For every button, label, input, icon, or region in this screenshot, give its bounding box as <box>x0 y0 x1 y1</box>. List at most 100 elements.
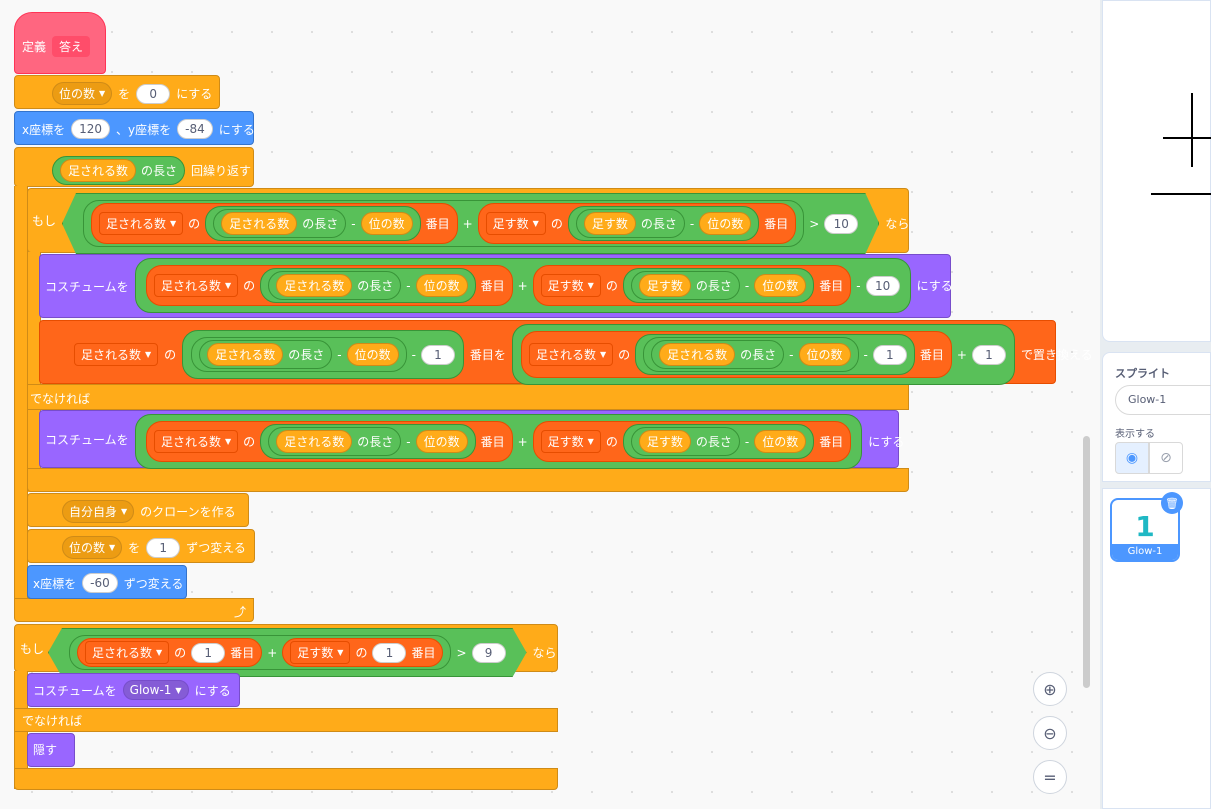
length-reporter[interactable]: 足される数の長さ <box>268 271 402 300</box>
value-input[interactable]: 1 <box>146 537 181 558</box>
list-dropdown[interactable]: 足される数▼ <box>154 430 239 453</box>
greater-than-operator[interactable]: 足される数▼ の 1 番目 + 足す数▼ の 1 番目 > 9 <box>48 628 527 677</box>
length-reporter[interactable]: 足される数の長さ <box>199 340 333 369</box>
value-input[interactable]: 9 <box>472 643 506 663</box>
variable-reporter[interactable]: 位の数 <box>415 274 468 297</box>
list-dropdown[interactable]: 足される数▼ <box>528 343 614 366</box>
list-dropdown[interactable]: 足す数▼ <box>540 430 601 453</box>
subtract-operator[interactable]: 足される数の長さ - 位の数 - 1 <box>635 334 915 375</box>
add-operator[interactable]: 足される数▼ の 足される数の長さ - 位の数 番目 + 足す数▼ の 足す数の… <box>83 200 804 247</box>
zoom-in-icon[interactable]: ⊕ <box>1033 672 1067 706</box>
variable-reporter[interactable]: 足される数 <box>221 212 297 235</box>
label: - <box>406 278 411 293</box>
item-of-list-reporter[interactable]: 足す数▼ の 1 番目 <box>282 638 443 667</box>
sprite-thumbnail[interactable]: 1 Glow-1 <box>1110 498 1180 562</box>
add-operator[interactable]: 足される数▼ の 足される数の長さ - 位の数 番目 + 足す数▼ の 足す数の… <box>135 414 863 469</box>
variable-reporter[interactable]: 足す数 <box>584 212 636 235</box>
item-of-list-reporter[interactable]: 足す数▼ の 足す数の長さ - 位の数 番目 <box>532 265 852 306</box>
eye-off-icon[interactable]: ⊘ <box>1149 442 1183 474</box>
variable-reporter[interactable]: 位の数 <box>754 430 807 453</box>
value-input[interactable]: 1 <box>372 643 406 663</box>
item-of-list-reporter[interactable]: 足す数▼ の 足す数の長さ - 位の数 番目 <box>478 203 797 244</box>
list-dropdown[interactable]: 足される数▼ <box>154 274 239 297</box>
length-reporter[interactable]: 足される数の長さ <box>213 209 346 238</box>
list-dropdown[interactable]: 足す数▼ <box>540 274 601 297</box>
variable-reporter[interactable]: 位の数 <box>361 212 413 235</box>
delete-icon[interactable]: 🗑 <box>1161 492 1183 514</box>
subtract-operator[interactable]: 足される数の長さ - 位の数 - 1 <box>182 330 464 379</box>
subtract-operator[interactable]: 足す数の長さ - 位の数 <box>622 268 815 303</box>
variable-reporter[interactable]: 位の数 <box>415 430 468 453</box>
item-of-list-reporter[interactable]: 足される数▼ の 1 番目 <box>77 638 262 667</box>
sprite-name-input[interactable]: Glow-1 <box>1115 385 1211 415</box>
subtract-operator[interactable]: 足される数の長さ - 位の数 <box>191 337 407 372</box>
set-variable-block[interactable] <box>14 75 220 109</box>
subtract-operator[interactable]: 足す数の長さ - 位の数 <box>568 206 759 241</box>
costume-dropdown[interactable]: Glow-1▼ <box>122 680 189 700</box>
label: の <box>550 217 563 231</box>
value-input[interactable]: 1 <box>191 643 225 663</box>
variable-reporter[interactable]: 足される数 <box>60 159 137 182</box>
stage[interactable] <box>1102 0 1211 342</box>
label: の <box>618 348 631 362</box>
list-dropdown[interactable]: 足される数▼ <box>85 641 169 664</box>
subtract-operator[interactable]: 足される数の長さ - 位の数 <box>643 337 859 372</box>
subtract-operator[interactable]: 足す数の長さ - 位の数 <box>622 424 815 459</box>
subtract-operator[interactable]: 足される数の長さ - 位の数 <box>205 206 420 241</box>
length-reporter[interactable]: 足す数の長さ <box>630 427 740 456</box>
item-of-list-reporter[interactable]: 足される数▼ の 足される数の長さ - 位の数 番目 <box>146 421 513 462</box>
item-of-list-reporter[interactable]: 足される数▼ の 足される数の長さ - 位の数 番目 <box>91 203 458 244</box>
list-dropdown[interactable]: 足す数▼ <box>290 641 350 664</box>
value-input[interactable]: 1 <box>420 344 455 365</box>
value-input[interactable]: 10 <box>865 275 900 296</box>
zoom-out-icon[interactable]: ⊖ <box>1033 716 1067 750</box>
variable-reporter[interactable]: 足す数 <box>638 274 691 297</box>
length-reporter[interactable]: 足される数の長さ <box>268 427 402 456</box>
list-dropdown[interactable]: 足す数▼ <box>486 212 546 235</box>
length-reporter[interactable]: 足す数の長さ <box>630 271 740 300</box>
if-keyword: もし <box>20 642 45 656</box>
value-input[interactable]: 0 <box>136 83 171 104</box>
value-input[interactable]: -60 <box>82 573 118 593</box>
variable-dropdown[interactable]: 位の数▼ <box>62 536 123 559</box>
value-input[interactable]: 1 <box>872 344 907 365</box>
variable-reporter[interactable]: 足される数 <box>659 343 736 366</box>
clone-target-dropdown[interactable]: 自分自身▼ <box>62 500 135 523</box>
length-reporter[interactable]: 足される数 の長さ <box>52 156 186 185</box>
value-input[interactable]: 1 <box>971 344 1006 365</box>
variable-dropdown[interactable]: 位の数▼ <box>52 82 113 105</box>
variable-reporter[interactable]: 位の数 <box>798 343 851 366</box>
list-dropdown[interactable]: 足される数▼ <box>74 343 159 366</box>
variable-reporter[interactable]: 位の数 <box>754 274 807 297</box>
subtract-operator[interactable]: 足される数の長さ - 位の数 <box>260 424 476 459</box>
variable-reporter[interactable]: 位の数 <box>699 212 751 235</box>
goto-xy-block[interactable] <box>14 111 254 145</box>
label: を <box>128 541 141 555</box>
item-of-list-reporter[interactable]: 足す数▼ の 足す数の長さ - 位の数 番目 <box>532 421 852 462</box>
list-dropdown[interactable]: 足される数▼ <box>99 212 183 235</box>
subtract-operator[interactable]: 足される数の長さ - 位の数 <box>260 268 476 303</box>
add-operator[interactable]: 足される数▼ の 足される数の長さ - 位の数 番目 + 足す数▼ の 足す数の… <box>135 258 911 313</box>
add-operator[interactable]: 足される数▼ の 足される数の長さ - 位の数 - 1 番目 + 1 <box>511 324 1015 385</box>
variable-reporter[interactable]: 足される数 <box>276 430 353 453</box>
y-input[interactable]: -84 <box>177 119 213 139</box>
x-input[interactable]: 120 <box>71 119 111 139</box>
greater-than-operator[interactable]: 足される数▼ の 足される数の長さ - 位の数 番目 + 足す数▼ の 足す数の… <box>62 193 879 254</box>
variable-reporter[interactable]: 位の数 <box>346 343 399 366</box>
zoom-reset-icon[interactable]: = <box>1033 760 1067 794</box>
code-workspace[interactable]: 定義 答え 位の数▼ を 0 にする x座標を 120 、y座標を -84 にす… <box>0 0 1100 809</box>
variable-reporter[interactable]: 足される数 <box>276 274 353 297</box>
variable-reporter[interactable]: 足される数 <box>207 343 284 366</box>
define-name[interactable]: 答え <box>52 36 91 57</box>
length-reporter[interactable]: 足される数の長さ <box>651 340 785 369</box>
length-reporter[interactable]: 足す数の長さ <box>576 209 685 238</box>
value-input[interactable]: 10 <box>824 214 858 234</box>
sprite-list: 1 Glow-1 🗑 <box>1102 488 1211 809</box>
workspace-scrollbar[interactable] <box>1083 436 1090 688</box>
item-of-list-reporter[interactable]: 足される数▼ の 足される数の長さ - 位の数 番目 <box>146 265 513 306</box>
item-of-list-reporter[interactable]: 足される数▼ の 足される数の長さ - 位の数 - 1 番目 <box>520 331 952 378</box>
eye-icon[interactable]: ◉ <box>1115 442 1149 474</box>
variable-reporter[interactable]: 足す数 <box>638 430 691 453</box>
add-operator[interactable]: 足される数▼ の 1 番目 + 足す数▼ の 1 番目 <box>69 635 451 670</box>
hide-block[interactable] <box>27 733 75 767</box>
